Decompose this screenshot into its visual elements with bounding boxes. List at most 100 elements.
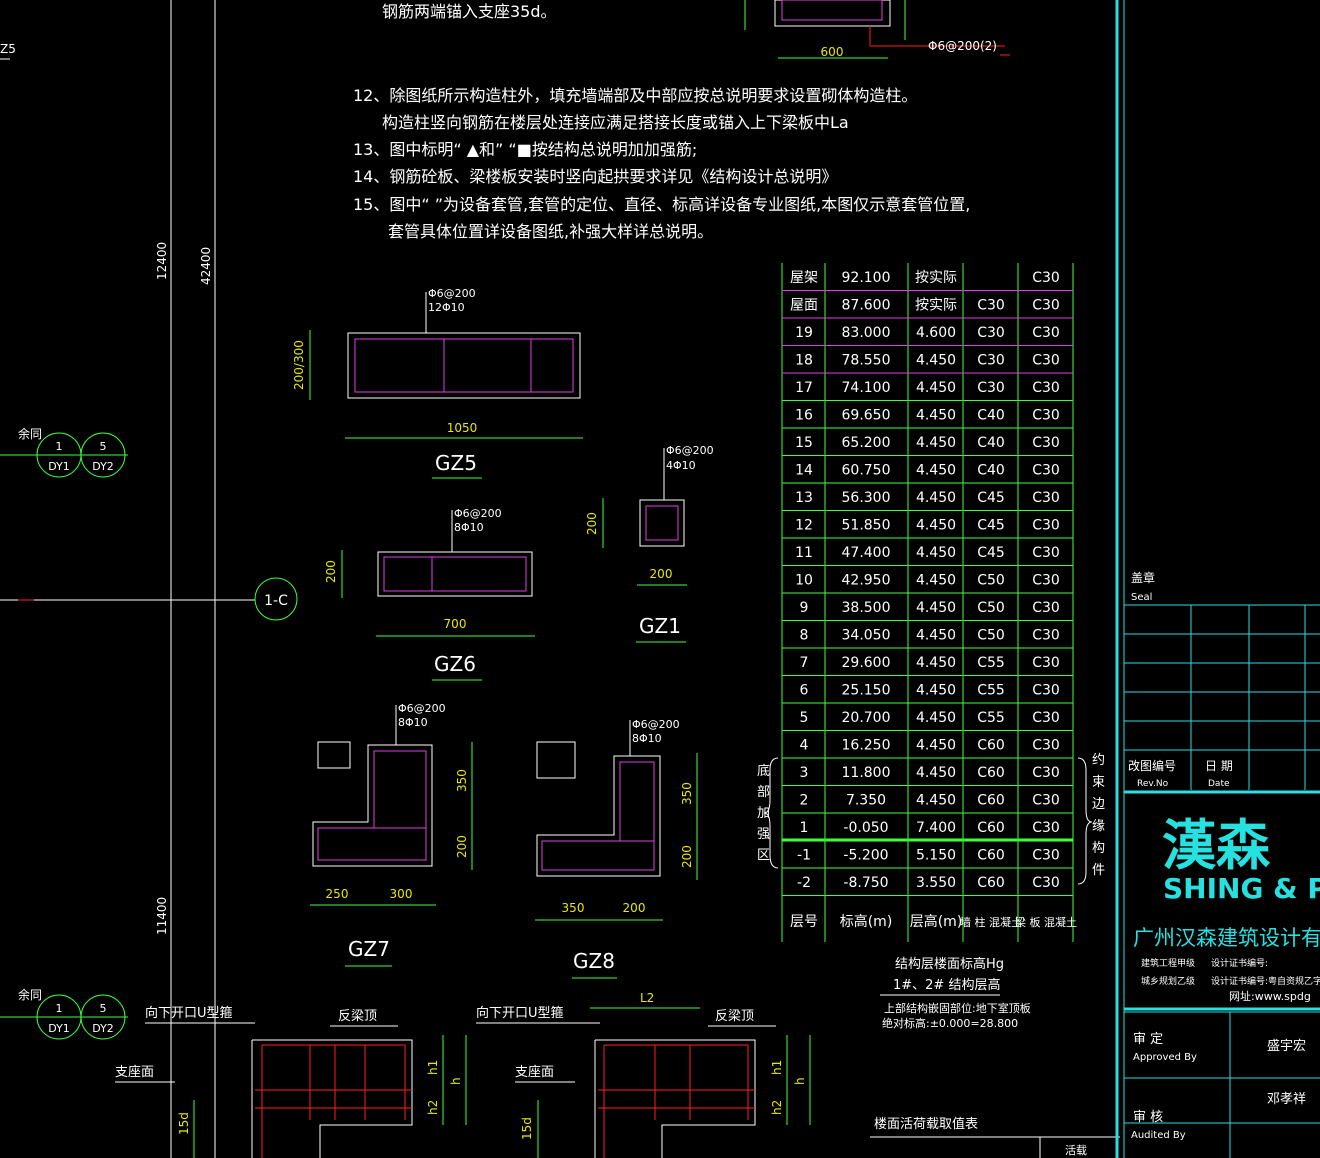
section-gz7: Φ6@200 8Φ10 250 300 350 200 GZ7 xyxy=(310,702,473,967)
table-cell: C30 xyxy=(1032,710,1060,726)
approved-cn: 审 定 xyxy=(1133,1032,1163,1047)
table-cell: C50 xyxy=(977,572,1005,588)
table-cell: C60 xyxy=(977,792,1005,808)
website: 网址:www.spdg xyxy=(1229,989,1311,1003)
table-cell: C30 xyxy=(1032,407,1060,423)
gz7-rebar1: Φ6@200 xyxy=(398,702,446,715)
table-cell: 5 xyxy=(800,710,809,726)
gz6-rebar1: Φ6@200 xyxy=(454,507,502,520)
company-name: 广州汉森建筑设计有限公 xyxy=(1133,926,1320,950)
table-cell: 9 xyxy=(800,600,809,616)
table-cell: C30 xyxy=(1032,682,1060,698)
rev-grid xyxy=(1124,604,1320,790)
table-cell: 1 xyxy=(800,820,809,836)
table-cell: C30 xyxy=(1032,792,1060,808)
logo-cn: 漢森 xyxy=(1162,814,1271,877)
table-cell: 13 xyxy=(795,490,813,506)
gz7-name: GZ7 xyxy=(348,937,390,961)
dy-reference-top: 余同 1 5 DY1 DY2 xyxy=(0,426,128,478)
table-cell: C30 xyxy=(1032,490,1060,506)
table-cell: C30 xyxy=(1032,380,1060,396)
note-15b: 套管具体位置详设备图纸,补强大样详总说明。 xyxy=(388,222,713,241)
table-cell: C30 xyxy=(1032,875,1060,891)
gz1-height: 200 xyxy=(585,512,599,535)
table-cell: C30 xyxy=(1032,737,1060,753)
dim-12400: 12400 xyxy=(155,242,169,280)
section-gz8: Φ6@200 8Φ10 350 200 350 200 GZ8 xyxy=(535,718,698,979)
table-cell: C30 xyxy=(1032,627,1060,643)
table-cell: C60 xyxy=(977,765,1005,781)
top-rebar: Φ6@200(2) xyxy=(928,39,997,53)
axis-1c-label: 1-C xyxy=(264,593,288,609)
note-13: 13、图中标明“ ▲和” “■按结构总说明加加强筋; xyxy=(353,140,697,159)
section-gz6: Φ6@200 8Φ10 700 200 GZ6 xyxy=(324,507,535,681)
left-note-char: 强 xyxy=(757,827,770,842)
table-cell: 5.150 xyxy=(916,847,956,863)
hdr-floor: 层号 xyxy=(790,914,818,930)
rev-cn: 改图编号 xyxy=(1128,758,1176,773)
table-cell: 87.600 xyxy=(842,297,891,313)
hdr-wall: 墙 柱 混凝土 xyxy=(960,915,1022,929)
section-gz5: Φ6@200 12Φ10 1050 200/300 GZ5 xyxy=(292,287,583,479)
table-cell: C30 xyxy=(977,380,1005,396)
table-cell: C30 xyxy=(1032,545,1060,561)
audited-cn: 审 核 xyxy=(1133,1110,1163,1125)
hdr-elev: 标高(m) xyxy=(840,913,893,930)
table-cell: C30 xyxy=(1032,517,1060,533)
table-cell: 按实际 xyxy=(915,297,957,313)
table-cell: 2 xyxy=(800,792,809,808)
gz8-w1: 350 xyxy=(562,901,585,915)
table-cell: 69.650 xyxy=(842,407,891,423)
gz8-w2: 200 xyxy=(623,901,646,915)
seal-cn: 盖章 xyxy=(1131,570,1155,585)
seal-en: Seal xyxy=(1131,592,1152,603)
gz1-rebar2: 4Φ10 xyxy=(666,459,696,472)
table-cell: C30 xyxy=(1032,297,1060,313)
gz5-width: 1050 xyxy=(447,421,478,435)
table-cell: 4.450 xyxy=(916,682,956,698)
left-note-char: 底 xyxy=(757,763,770,779)
gz8-name: GZ8 xyxy=(573,949,615,973)
table-cell: 15 xyxy=(795,435,813,451)
audited-en: Audited By xyxy=(1131,1130,1186,1141)
table-cell: 4.450 xyxy=(916,545,956,561)
left-brace xyxy=(763,757,779,869)
table-cell: C45 xyxy=(977,545,1005,561)
yu-tong-label-2: 余同 xyxy=(18,987,42,1002)
table-cell: 56.300 xyxy=(842,490,891,506)
table-cell: 按实际 xyxy=(915,270,957,286)
table-cell: 4.450 xyxy=(916,380,956,396)
table-cell: 7 xyxy=(800,655,809,671)
table-cell: 17 xyxy=(795,380,813,396)
gz5-name: GZ5 xyxy=(435,451,477,475)
floor-table-header: 层号 标高(m) 层高(m) 墙 柱 混凝土 梁 板 混凝土 xyxy=(790,913,1077,930)
hdr-height: 层高(m) xyxy=(910,913,963,930)
cert3: 城乡规划乙级 xyxy=(1141,975,1195,987)
table-cell: 4.450 xyxy=(916,490,956,506)
load-col: 活载 xyxy=(1065,1144,1087,1157)
table-cell: 65.200 xyxy=(842,435,891,451)
date-en: Date xyxy=(1208,779,1230,789)
table-cell: 25.150 xyxy=(842,682,891,698)
table-cell: C40 xyxy=(977,435,1005,451)
table-cell: C45 xyxy=(977,490,1005,506)
date-cn: 日 期 xyxy=(1205,759,1233,773)
u-label-left: 向下开口U型箍 xyxy=(145,1005,233,1021)
right-note-char: 缘 xyxy=(1092,819,1105,834)
table-cell: C30 xyxy=(1032,820,1060,836)
gz5-rebar2: 12Φ10 xyxy=(428,301,465,314)
general-notes: 钢筋两端锚入支座35d。 12、除图纸所示构造柱外，填充墙端部及中部应按总说明要… xyxy=(353,2,970,241)
gz6-name: GZ6 xyxy=(434,652,476,676)
h1-right: h1 xyxy=(770,1060,784,1075)
left-note-char: 加 xyxy=(757,806,770,821)
axis-lines xyxy=(0,0,255,1158)
l2-label: L2 xyxy=(640,991,654,1005)
note-12a: 12、除图纸所示构造柱外，填充墙端部及中部应按总说明要求设置砌体构造柱。 xyxy=(353,86,917,105)
cert2: 设计证书编号: xyxy=(1211,957,1268,969)
table-cell: 4.450 xyxy=(916,792,956,808)
table-cell: 6 xyxy=(800,682,809,698)
table-cell: -2 xyxy=(797,875,811,891)
